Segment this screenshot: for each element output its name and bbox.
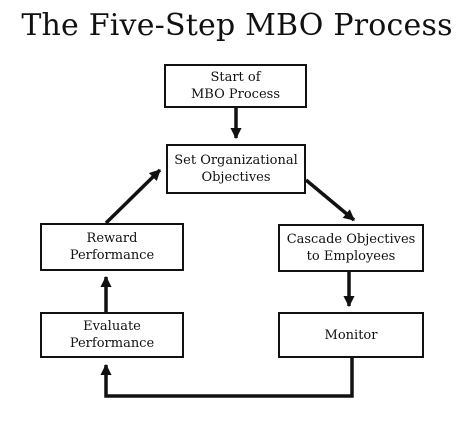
node-set-objectives: Set Organizational Objectives [166, 144, 306, 194]
node-set-objectives-line1: Set Organizational [174, 153, 298, 168]
node-cascade-line2: to Employees [306, 249, 396, 264]
arrow-set-objectives-to-cascade [304, 178, 356, 222]
node-evaluate: Evaluate Performance [40, 312, 184, 358]
node-monitor: Monitor [278, 312, 424, 358]
node-start-line1: Start of [210, 70, 261, 85]
node-cascade: Cascade Objectives to Employees [278, 224, 424, 272]
node-reward-line2: Performance [69, 248, 155, 263]
arrow-monitor-to-evaluate [100, 358, 354, 398]
node-reward-line1: Reward [86, 231, 138, 246]
node-evaluate-line2: Performance [69, 336, 155, 351]
node-evaluate-line1: Evaluate [83, 319, 141, 334]
node-cascade-line1: Cascade Objectives [286, 232, 416, 247]
diagram-title: The Five-Step MBO Process [21, 8, 453, 43]
node-monitor-line1: Monitor [324, 327, 378, 343]
node-set-objectives-line2: Objectives [201, 170, 271, 185]
arrow-reward-to-set-objectives [104, 168, 162, 225]
node-reward: Reward Performance [40, 223, 184, 271]
node-start-line2: MBO Process [190, 87, 280, 102]
node-start: Start of MBO Process [164, 64, 307, 108]
